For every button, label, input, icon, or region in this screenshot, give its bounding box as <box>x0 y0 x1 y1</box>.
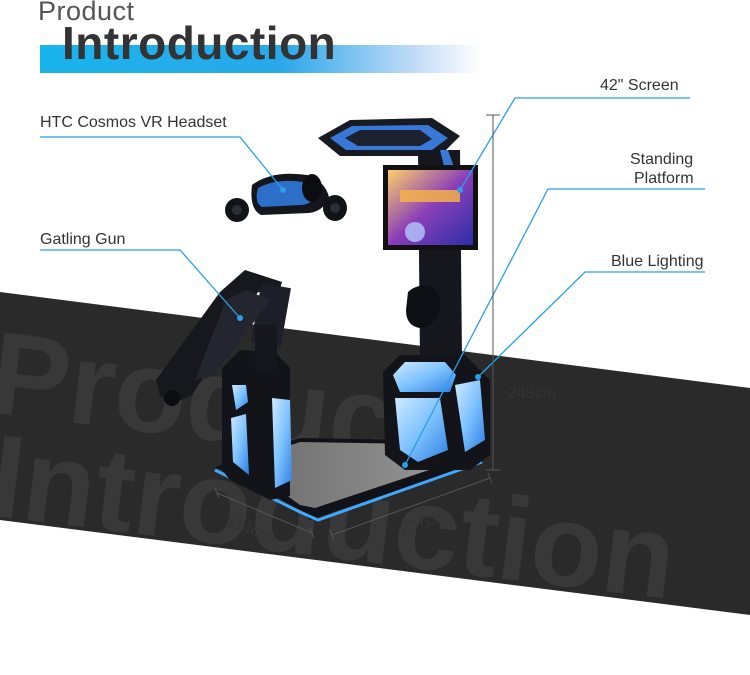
leader-dots <box>237 187 481 468</box>
label-gatling-gun: Gatling Gun <box>40 231 126 248</box>
label-platform-line1: Standing <box>630 151 694 168</box>
leader-lines <box>40 97 705 466</box>
vr-headset <box>225 173 347 222</box>
label-headset: HTC Cosmos VR Headset <box>40 114 227 131</box>
label-platform-line2: Platform <box>634 170 694 187</box>
dimension-height: 243cm <box>508 385 557 402</box>
label-screen: 42" Screen <box>600 77 679 94</box>
right-pod <box>383 355 490 470</box>
header-small-title: Product <box>38 0 135 26</box>
label-blue-lighting: Blue Lighting <box>611 253 704 270</box>
header-big-title: Introduction <box>62 17 337 69</box>
header-accent-bar <box>40 45 480 73</box>
canopy <box>318 118 460 156</box>
left-pillar <box>222 350 292 500</box>
screen <box>383 165 478 250</box>
gatling-gun <box>156 270 291 406</box>
dimension-lines <box>214 114 500 541</box>
